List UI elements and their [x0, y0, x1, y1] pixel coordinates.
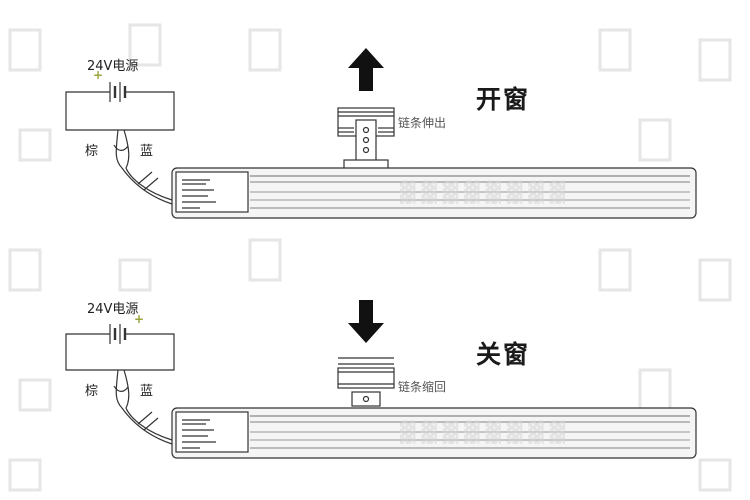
power-circuit [65, 324, 175, 445]
chain-retracted [337, 357, 395, 407]
power-circuit [65, 82, 175, 205]
actuator-body [171, 407, 697, 459]
panel-title: 关窗 [476, 340, 531, 369]
chain-label: 链条缩回 [398, 380, 447, 394]
chain-extended [337, 107, 395, 171]
wire-label-blue: 蓝 [140, 144, 154, 159]
plus-sign: + [134, 312, 145, 326]
wire-label-brown: 棕 [85, 384, 99, 399]
chain-label: 链条伸出 [398, 116, 447, 130]
wire-label-brown: 棕 [85, 144, 99, 159]
watermark: ▓▓▓▓▓▓▓▓ [400, 420, 572, 444]
power-label: 24V电源 [87, 59, 139, 74]
actuator-body [171, 167, 697, 219]
arrow-up-icon [348, 48, 384, 91]
panel-title: 开窗 [476, 85, 531, 114]
watermark: ▓▓▓▓▓▓▓▓ [400, 180, 572, 204]
power-label: 24V电源 [87, 302, 139, 317]
plus-sign: + [93, 68, 104, 82]
wire-label-blue: 蓝 [140, 384, 154, 399]
arrow-down-icon [348, 300, 384, 343]
